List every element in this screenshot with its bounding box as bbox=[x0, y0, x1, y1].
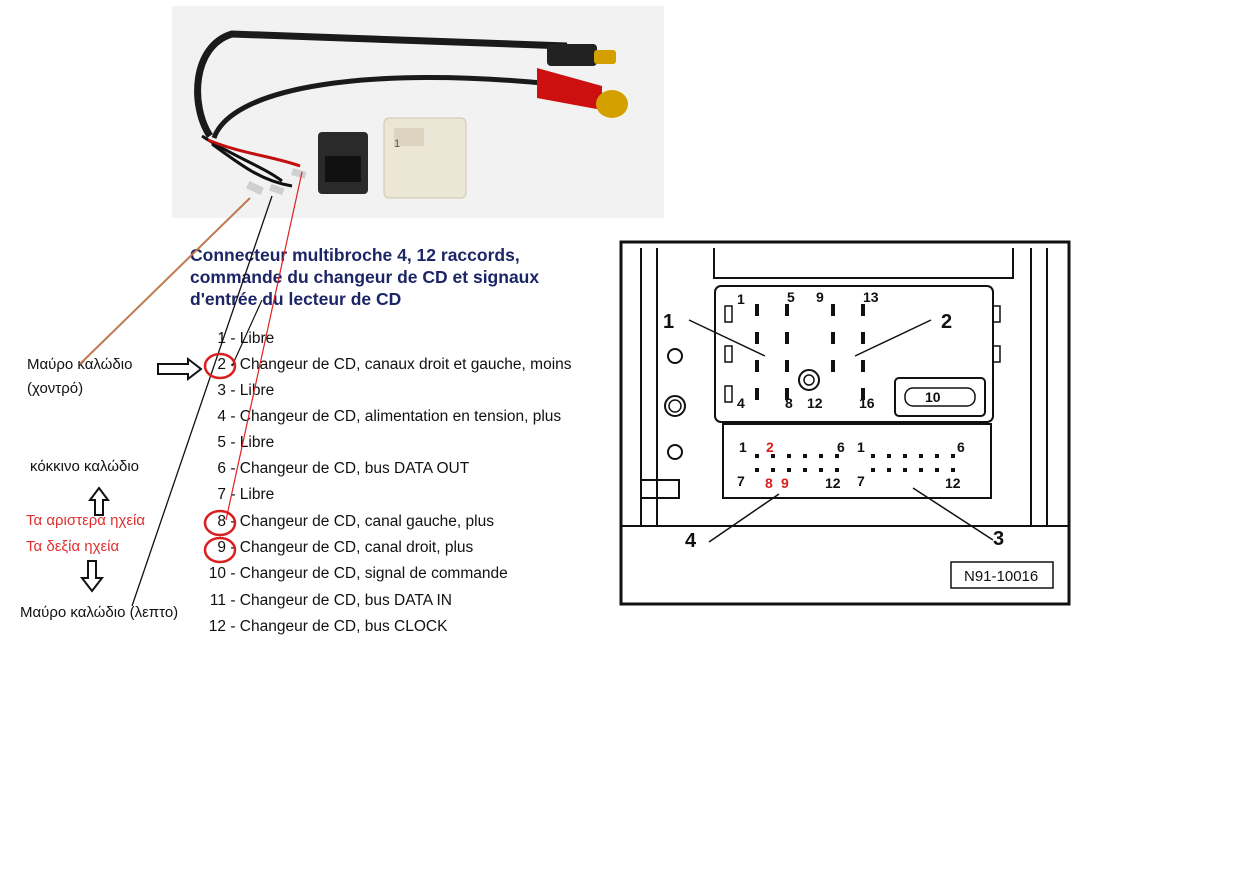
pin-description: - Changeur de CD, alimentation en tensio… bbox=[230, 408, 562, 425]
upper-pin-grid bbox=[755, 304, 865, 400]
annotation-right-speakers: Τα δεξία ηχεία bbox=[26, 538, 120, 555]
connector-diagram: 1 2 3 4 1 5 9 13 4 8 12 16 10 1 6 7 12 1… bbox=[619, 240, 1071, 606]
pin-number: 3 bbox=[217, 382, 226, 399]
pin-label: 1 bbox=[857, 439, 865, 455]
heading-line-1: Connecteur multibroche 4, 12 raccords, bbox=[190, 245, 520, 265]
pin-number: 7 bbox=[217, 486, 226, 503]
pin-number: 8 bbox=[217, 513, 226, 530]
pin-row-1: 1 - Libre bbox=[196, 330, 616, 348]
arrow-up-icon bbox=[88, 486, 110, 516]
pin-label-red-2: 2 bbox=[766, 439, 774, 455]
pin-number: 6 bbox=[217, 460, 226, 477]
pin-description: - Changeur de CD, signal de commande bbox=[230, 565, 508, 582]
pin-label: 12 bbox=[807, 395, 823, 411]
pin-label-red-8: 8 bbox=[765, 475, 773, 491]
pin-description: - Libre bbox=[230, 382, 275, 399]
pin-label: 5 bbox=[787, 289, 795, 305]
callout-1: 1 bbox=[663, 311, 674, 333]
pin-label: 6 bbox=[837, 439, 845, 455]
pin-row-8: 8 - Changeur de CD, canal gauche, plus bbox=[196, 513, 616, 531]
pin-number: 4 bbox=[217, 408, 226, 425]
pin-number: 2 bbox=[217, 356, 226, 373]
photo-label: 1 bbox=[394, 138, 400, 150]
pin-description: - Libre bbox=[230, 330, 275, 347]
pin-row-3: 3 - Libre bbox=[196, 382, 616, 400]
pin-number: 5 bbox=[217, 434, 226, 451]
pin-label: 16 bbox=[859, 395, 875, 411]
annotation-black-thin-wire: Μαύρο καλώδιο (λεπτο) bbox=[20, 604, 179, 621]
pin-number: 1 bbox=[217, 330, 226, 347]
pin-number: 10 bbox=[208, 565, 226, 582]
annotation-black-thick-wire-note: (χοντρό) bbox=[27, 380, 84, 397]
pin-label: 7 bbox=[857, 473, 865, 489]
annotation-left-speakers: Τα αριστερά ηχεία bbox=[26, 512, 146, 529]
pin-row-5: 5 - Libre bbox=[196, 434, 616, 452]
pin-row-2: 2 - Changeur de CD, canaux droit et gauc… bbox=[196, 356, 616, 374]
pin-number: 11 bbox=[209, 592, 226, 609]
pin-label: 8 bbox=[785, 395, 793, 411]
pin-row-4: 4 - Changeur de CD, alimentation en tens… bbox=[196, 408, 616, 426]
pin-description: - Libre bbox=[230, 486, 275, 503]
pin-label: 12 bbox=[945, 475, 961, 491]
pin-description: - Changeur de CD, bus DATA OUT bbox=[230, 460, 470, 477]
pin-row-10: 10 - Changeur de CD, signal de commande bbox=[196, 565, 616, 583]
pin-row-11: 11 - Changeur de CD, bus DATA IN bbox=[196, 592, 616, 610]
annotation-red-wire: κόκκινο καλώδιο bbox=[30, 458, 139, 475]
callout-4: 4 bbox=[685, 530, 697, 552]
callout-3: 3 bbox=[993, 528, 1004, 550]
pin-label: 7 bbox=[737, 473, 745, 489]
diagram-code: N91-10016 bbox=[964, 568, 1038, 585]
arrow-right-icon bbox=[157, 356, 203, 382]
pin-label: 12 bbox=[825, 475, 841, 491]
annotation-black-thick-wire: Μαύρο καλώδιο bbox=[27, 356, 133, 373]
pin-description: - Changeur de CD, bus DATA IN bbox=[230, 592, 452, 609]
pin-label: 1 bbox=[737, 291, 745, 307]
pin-label: 1 bbox=[739, 439, 747, 455]
pin-number: 12 bbox=[208, 618, 226, 635]
pin-description: - Changeur de CD, canaux droit et gauche… bbox=[230, 356, 572, 373]
pin-row-6: 6 - Changeur de CD, bus DATA OUT bbox=[196, 460, 616, 478]
heading-line-3: d'entrée du lecteur de CD bbox=[190, 289, 402, 309]
pin-row-7: 7 - Libre bbox=[196, 486, 616, 504]
lower-pin-grid bbox=[755, 454, 955, 472]
cable-photo: 1 bbox=[172, 6, 664, 218]
pin-description: - Changeur de CD, bus CLOCK bbox=[230, 618, 448, 635]
callout-2: 2 bbox=[941, 311, 952, 333]
heading-line-2: commande du changeur de CD et signaux bbox=[190, 267, 540, 287]
pin-label: 6 bbox=[957, 439, 965, 455]
pin-description: - Changeur de CD, canal droit, plus bbox=[230, 539, 474, 556]
pin-label: 4 bbox=[737, 395, 745, 411]
pin-description: - Libre bbox=[230, 434, 275, 451]
pin-label: 9 bbox=[816, 289, 824, 305]
pin-description: - Changeur de CD, canal gauche, plus bbox=[230, 513, 494, 530]
pin-label-red-9: 9 bbox=[781, 475, 789, 491]
pin-label: 13 bbox=[863, 289, 879, 305]
arrow-down-icon bbox=[79, 560, 105, 593]
pin-number: 9 bbox=[217, 539, 226, 556]
pin-row-12: 12 - Changeur de CD, bus CLOCK bbox=[196, 618, 616, 636]
pin-label: 10 bbox=[925, 389, 941, 405]
pin-row-9: 9 - Changeur de CD, canal droit, plus bbox=[196, 539, 616, 557]
pin-table-heading: Connecteur multibroche 4, 12 raccords, c… bbox=[190, 244, 610, 310]
